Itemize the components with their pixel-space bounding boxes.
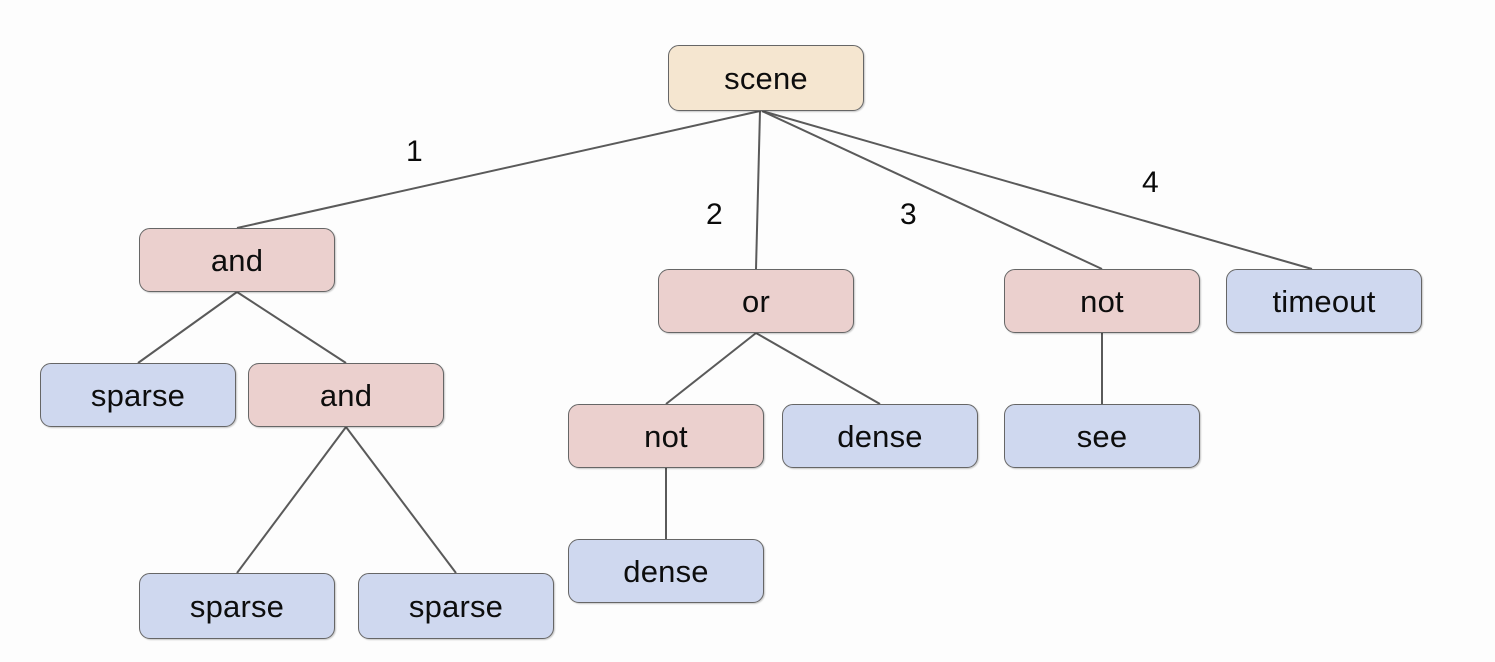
node-not2[interactable]: not (568, 404, 764, 468)
edge-or1-to-not2 (665, 332, 757, 405)
edge-label-1: 1 (406, 135, 423, 168)
edge-label-4: 4 (1142, 166, 1159, 199)
edge-label-3: 3 (900, 198, 917, 231)
node-or1[interactable]: or (658, 269, 854, 333)
edge-and2-to-sparse2 (236, 426, 347, 574)
edge-and1-to-sparse1 (137, 291, 238, 364)
edge-label-2: 2 (706, 198, 723, 231)
edge-scene-to-not1 (761, 110, 1103, 270)
node-timeout1[interactable]: timeout (1226, 269, 1422, 333)
edge-and2-to-sparse3 (345, 426, 457, 574)
node-dense1[interactable]: dense (782, 404, 978, 468)
edge-scene-to-and1 (236, 110, 761, 229)
node-sparse2[interactable]: sparse (139, 573, 335, 639)
node-sparse3[interactable]: sparse (358, 573, 554, 639)
node-see1[interactable]: see (1004, 404, 1200, 468)
edge-and1-to-and2 (236, 291, 347, 364)
edge-scene-to-or1 (755, 110, 761, 270)
node-and1[interactable]: and (139, 228, 335, 292)
node-dense2[interactable]: dense (568, 539, 764, 603)
node-sparse1[interactable]: sparse (40, 363, 236, 427)
edge-scene-to-timeout1 (761, 110, 1313, 270)
edge-or1-to-dense1 (755, 332, 881, 405)
node-not1[interactable]: not (1004, 269, 1200, 333)
node-and2[interactable]: and (248, 363, 444, 427)
node-scene[interactable]: scene (668, 45, 864, 111)
